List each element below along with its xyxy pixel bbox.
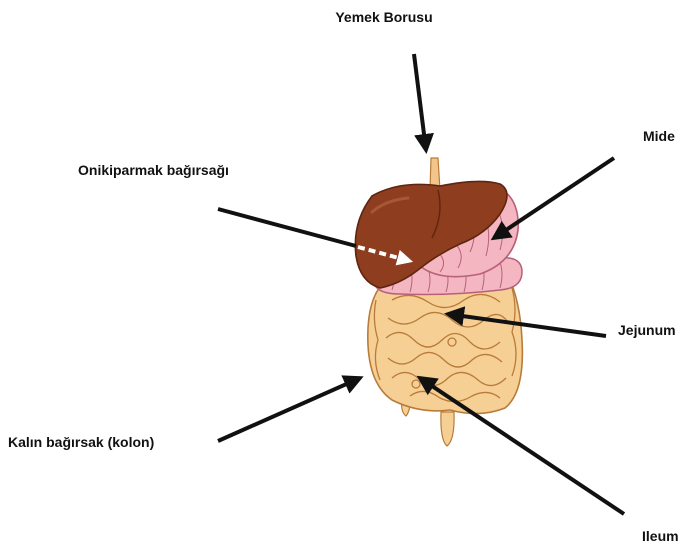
arrow-stomach xyxy=(494,158,614,238)
arrow-ileum xyxy=(420,378,624,514)
label-colon: Kalın bağırsak (kolon) xyxy=(8,434,154,450)
label-ileum: Ileum xyxy=(642,528,679,544)
arrow-esophagus xyxy=(414,54,426,150)
label-stomach: Mide xyxy=(643,128,675,144)
label-jejunum: Jejunum xyxy=(618,322,676,338)
label-esophagus: Yemek Borusu xyxy=(335,9,432,25)
arrow-colon xyxy=(218,378,360,441)
label-duodenum: Onikiparmak bağırsağı xyxy=(78,162,229,178)
rectum-shape xyxy=(441,412,454,446)
arrow-duodenum xyxy=(218,209,356,246)
